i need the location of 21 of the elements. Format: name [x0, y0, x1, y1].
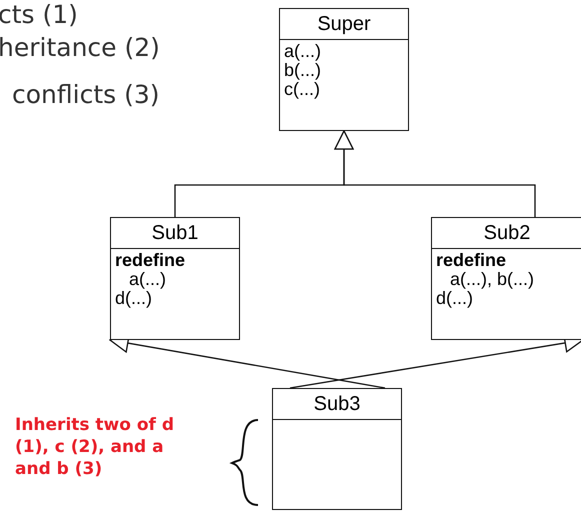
member-text: a(...), b(...)	[449, 270, 534, 289]
member-text: a(...)	[284, 42, 322, 61]
class-box	[279, 8, 409, 131]
class-name: Sub2	[484, 222, 530, 244]
class-name: Sub1	[152, 222, 198, 244]
heading-fragment: conflicts (3)	[12, 80, 160, 110]
member-text: redefine	[115, 251, 186, 270]
note-text: Inherits two of d (1), c (2), and a and b (3)	[15, 414, 176, 480]
member-text: b(...)	[284, 61, 322, 80]
class-box	[431, 217, 581, 340]
member-text: c(...)	[284, 80, 320, 99]
member-text: d(...)	[115, 289, 152, 308]
class-box	[272, 388, 402, 510]
heading-fragment: heritance (2)	[0, 33, 160, 63]
class-name: Sub3	[314, 393, 360, 415]
class-name: Super	[317, 13, 371, 35]
member-text: redefine	[436, 251, 506, 270]
class-box	[110, 217, 240, 340]
member-text: a(...)	[128, 270, 166, 289]
member-text: d(...)	[436, 289, 474, 308]
inheritance-arrow	[334, 130, 536, 217]
